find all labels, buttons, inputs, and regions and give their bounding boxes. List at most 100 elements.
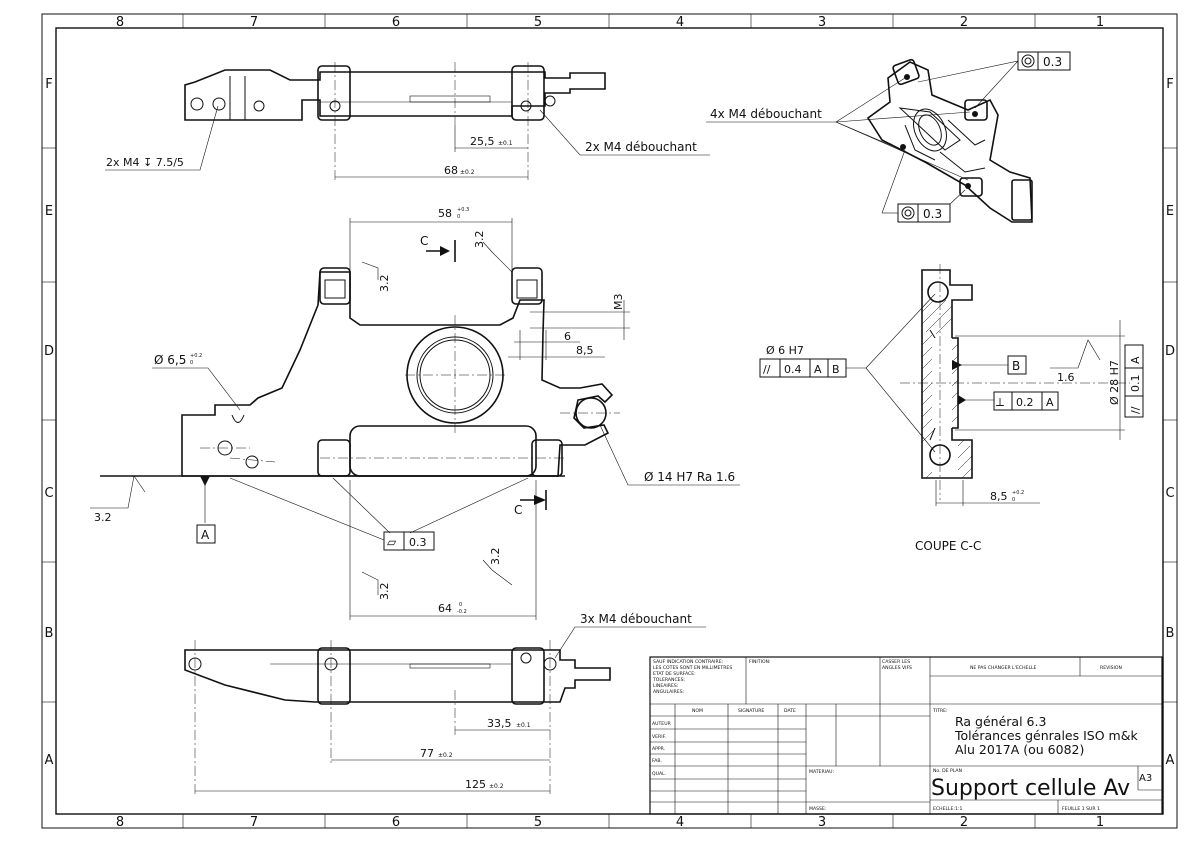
dim-68-tol: ±0.2 [460,169,475,176]
section-c-top: C [420,234,428,248]
zone-row-right-f: F [1166,77,1173,92]
dim-125-tol: ±0.2 [489,783,504,790]
note-2: ETAT DE SURFACE: [653,671,696,677]
parallel-value: 0.4 [784,363,802,376]
dim-25-5: 25,5 [470,135,495,148]
dim-64-tol-low: -0.2 [457,609,467,615]
titre-line-2: Tolérances génrales ISO m&k [954,728,1138,743]
row-fab: FAB. [652,758,662,764]
dim-8-5: 8,5 [576,344,594,357]
parallel-ref2: B [832,363,840,376]
concentric-top-value: 0.3 [1043,55,1062,69]
par2-value: 0.1 [1129,375,1142,393]
hole-6-5-tol-low: 0 [190,360,193,366]
section-title: COUPE C-C [915,539,981,553]
finition-label: FINITION: [749,659,771,665]
perp-ref: A [1046,396,1054,409]
rough-1-6: 1.6 [1057,371,1075,384]
dim-33-5-tol: ±0.1 [516,722,531,729]
zone-row-left-d: D [44,344,54,359]
part-name: Support cellule Av [931,776,1130,801]
feuille-label: FEUILLE 1 SUR 1 [1062,806,1100,812]
bottom-view: 33,5 ±0.1 77 ±0.2 125 ±0.2 3x M4 débouch… [184,612,706,795]
perp-value: 0.2 [1016,396,1034,409]
dim-58-tol-low: 0 [457,214,460,220]
no-plan-label: No. DE PLAN [933,768,962,774]
note-1: LES COTES SONT EN MILLIMETRES [653,665,732,671]
zone-col-bottom-3: 3 [818,815,826,830]
zone-col-bottom-8: 8 [116,815,124,830]
zone-col-top-8: 8 [116,15,124,30]
rough-3-2-a: 3.2 [473,231,486,249]
zone-col-bottom-6: 6 [392,815,400,830]
callout-4x-m4: 4x M4 débouchant [710,107,822,121]
iso-view: 4x M4 débouchant 0.3 0.3 [706,51,1071,223]
dim-6: 6 [564,330,571,343]
row-appr: APPR. [652,746,665,752]
drawing-frame: 8 7 6 5 4 3 2 1 8 7 6 5 4 3 2 1 F E D C … [41,13,1178,830]
dim-58-tol-up: +0.3 [457,207,469,213]
revision-label: REVISION [1100,665,1122,671]
zone-col-top-6: 6 [392,15,400,30]
zone-row-right-b: B [1166,626,1175,641]
echelle-label: ECHELLE:1:1 [933,806,963,812]
masse-label: MASSE: [809,806,827,812]
zone-col-top-4: 4 [676,15,684,30]
titre-label: TITRE: [932,708,948,714]
callout-through-bottom: 3x M4 débouchant [580,612,692,626]
front-view: C C 58 +0.3 0 3.2 3.2 3.2 3.2 3.2 M3 6 8… [90,207,740,620]
dim-33-5: 33,5 [487,717,512,730]
zone-col-bottom-5: 5 [534,815,542,830]
top-view: 25,5 ±0.1 68 ±0.2 2x M4 ↧ 7.5/5 2x M4 dé… [105,62,710,182]
section-c-bottom: C [514,503,522,517]
rough-3-2-b: 3.2 [378,275,391,293]
materiau-label: MATERIAU: [809,769,835,775]
zone-row-right-c: C [1165,486,1174,501]
hole-14: Ø 14 H7 Ra 1.6 [644,470,735,484]
zone-row-right-e: E [1166,204,1174,219]
dim-64: 64 [438,602,452,615]
hole-6: Ø 6 H7 [766,344,804,357]
dim-m3: M3 [612,294,625,311]
row-verif: VERIF. [652,734,666,740]
zone-row-left-e: E [45,204,53,219]
header-date: DATE [784,708,796,714]
casser-line-2: ANGLES VIFS [882,665,912,671]
titre-line-1: Ra général 6.3 [955,714,1046,729]
zone-col-bottom-2: 2 [960,815,968,830]
casser-line-1: CASSER LES [882,659,910,665]
note-0: SAUF INDICATION CONTRAIRE: [653,659,724,665]
note-4: LINEAIRES: [653,683,679,689]
row-qual: QUAL. [652,771,666,777]
dim-8-5-section-tol-low: 0 [1012,497,1015,503]
dim-125: 125 [465,778,486,791]
dim-77-tol: ±0.2 [438,752,453,759]
callout-tapped: 2x M4 ↧ 7.5/5 [106,156,184,169]
zone-row-left-c: C [44,486,53,501]
hole-6-5: Ø 6,5 [154,353,186,367]
dim-8-5-section: 8,5 [990,490,1008,503]
datum-a: A [201,528,210,542]
hole-6-5-tol-up: +0.2 [190,353,202,359]
datum-b: B [1012,359,1020,373]
callout-through-top: 2x M4 débouchant [585,140,697,154]
zone-row-left-b: B [45,626,54,641]
zone-col-top-5: 5 [534,15,542,30]
header-nom: NOM [692,708,703,714]
dim-8-5-section-tol-up: +0.2 [1012,490,1024,496]
zone-col-bottom-1: 1 [1096,815,1104,830]
dim-58: 58 [438,207,452,220]
row-auteur: AUTEUR [652,721,672,727]
zone-row-left-a: A [45,753,54,768]
note-3: TOLERANCES: [652,677,685,683]
ne-pas-changer: NE PAS CHANGER L'ECHELLE [970,665,1037,671]
parallel-symbol: // [763,363,771,376]
flatness-value: 0.3 [409,536,427,549]
dia-28: Ø 28 H7 [1108,360,1121,405]
zone-row-right-d: D [1165,344,1175,359]
titre-line-3: Alu 2017A (ou 6082) [955,742,1084,757]
header-signature: SIGNATURE [738,708,764,714]
concentric-bottom-value: 0.3 [923,207,942,221]
title-block: SAUF INDICATION CONTRAIRE: LES COTES SON… [649,656,1163,815]
